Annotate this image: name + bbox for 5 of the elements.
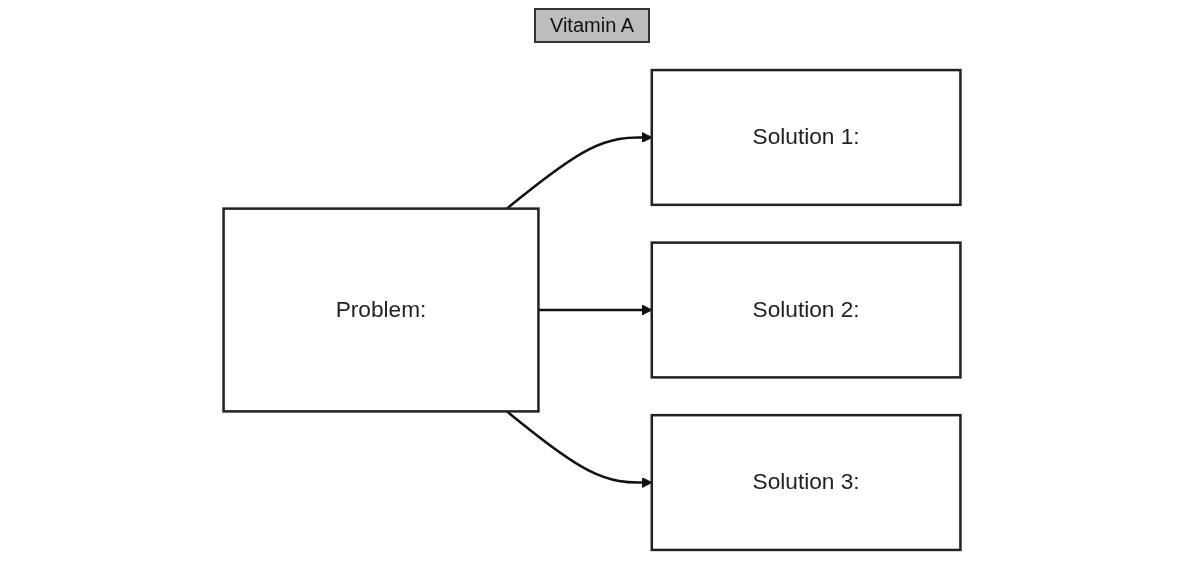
node-box: Solution 3: [650,413,962,552]
node-box: Solution 1: [650,68,962,207]
title-banner: Vitamin A [533,8,651,43]
node-box: Solution 2: [650,241,962,379]
node-box: Problem: [222,207,540,413]
